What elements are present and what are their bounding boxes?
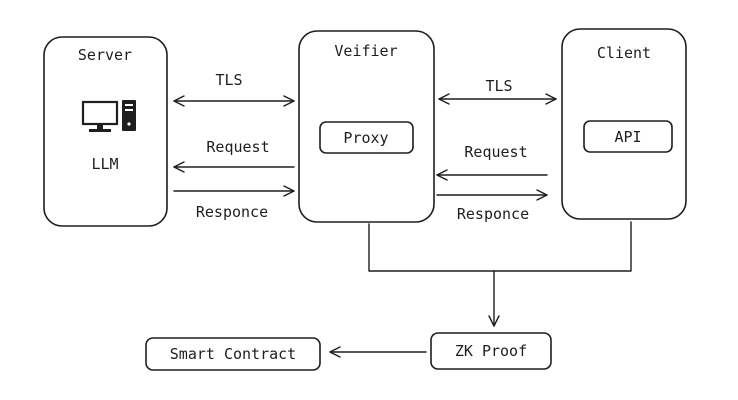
server-node: Server LLM <box>43 36 168 227</box>
server-llm-label: LLM <box>91 155 118 173</box>
response-label-left: Responce <box>196 203 268 221</box>
request-label-left: Request <box>206 138 269 156</box>
zk-proof-node: ZK Proof <box>430 332 552 370</box>
proof-connector <box>368 221 632 327</box>
verifier-title: Veifier <box>334 42 397 60</box>
desktop-computer-icon <box>81 100 136 132</box>
proxy-label: Proxy <box>343 129 388 147</box>
client-title: Client <box>597 44 651 62</box>
merge-line <box>368 221 632 272</box>
verifier-client-edges: TLS Request Responce <box>436 77 557 223</box>
server-title: Server <box>78 46 132 64</box>
smart-contract-node: Smart Contract <box>145 337 321 371</box>
tls-label-left: TLS <box>215 71 242 89</box>
tls-label-right: TLS <box>485 77 512 95</box>
zk-proof-label: ZK Proof <box>455 342 527 360</box>
server-verifier-edges: TLS Request Responce <box>173 71 295 221</box>
request-label-right: Request <box>464 143 527 161</box>
proxy-box <box>319 121 414 154</box>
api-box <box>583 120 673 153</box>
response-label-right: Responce <box>457 205 529 223</box>
api-label: API <box>614 128 641 146</box>
smart-contract-label: Smart Contract <box>170 345 296 363</box>
client-node: Client API <box>561 28 687 220</box>
verifier-node: Veifier Proxy <box>298 30 435 223</box>
